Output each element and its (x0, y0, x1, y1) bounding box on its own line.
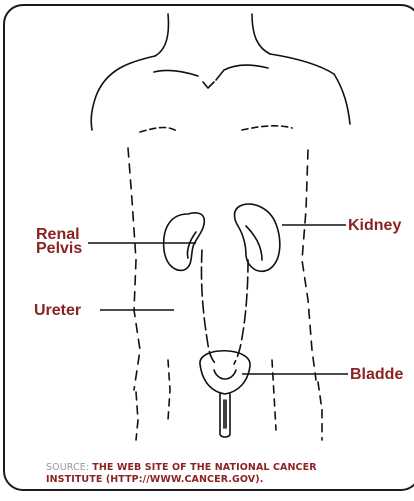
source-caption: SOURCE: THE WEB SITE OF THE NATIONAL CAN… (46, 462, 406, 486)
source-line1: THE WEB SITE OF THE NATIONAL CANCER (92, 462, 316, 473)
neck-outline (155, 14, 270, 56)
clavicles (154, 65, 268, 80)
bladder-outline (200, 351, 250, 394)
left-torso (128, 148, 140, 390)
right-ureter (234, 260, 248, 364)
right-kidney (235, 204, 280, 271)
bladder-label: Bladde (350, 366, 403, 383)
left-ureter (201, 250, 216, 364)
left-shoulder (91, 56, 155, 130)
right-torso (302, 150, 316, 380)
source-line2: INSTITUTE (HTTP://WWW.CANCER.GOV). (46, 474, 263, 485)
source-prefix: SOURCE: (46, 462, 92, 473)
urethra (220, 394, 230, 437)
kidney-label: Kidney (348, 217, 401, 234)
ureter-label: Ureter (34, 302, 81, 319)
right-shoulder (270, 54, 350, 124)
left-kidney (164, 213, 205, 271)
renal-pelvis-label-line2: Pelvis (36, 240, 82, 257)
